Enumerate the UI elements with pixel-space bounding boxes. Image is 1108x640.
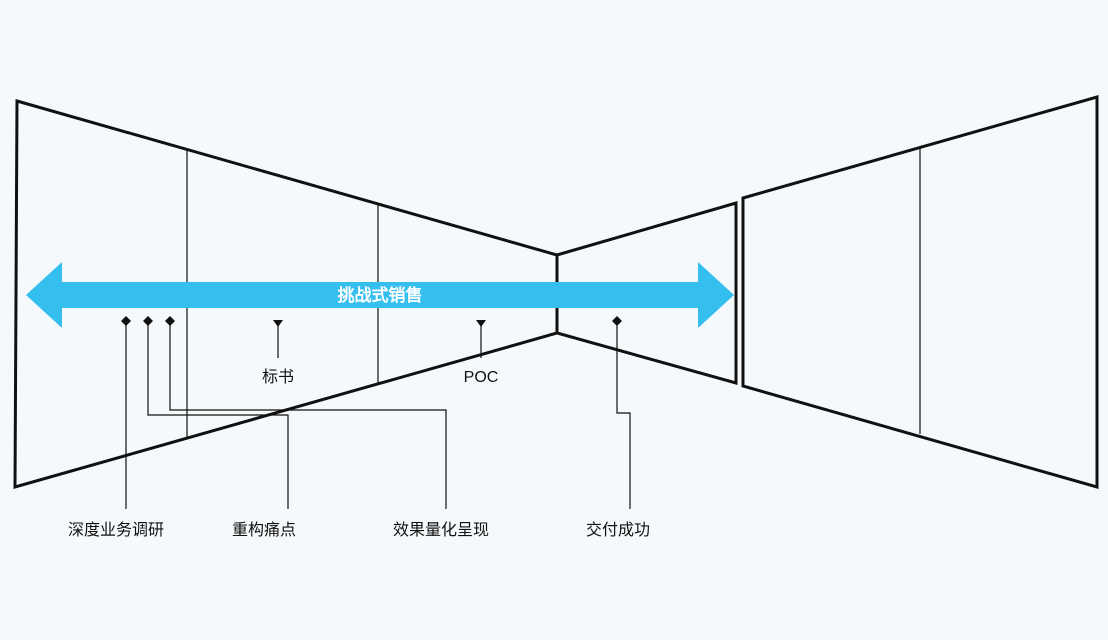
triangle-marker-bid xyxy=(273,320,283,327)
label-delivery: 交付成功 xyxy=(586,521,650,539)
label-pain-points: 重构痛点 xyxy=(232,521,296,539)
diamond-marker-delivery xyxy=(612,316,622,326)
label-bid: 标书 xyxy=(262,368,294,386)
connector-quantify xyxy=(169,322,447,509)
triangle-marker-poc xyxy=(476,320,486,327)
diamond-marker-research xyxy=(121,316,131,326)
diamond-marker-quantify xyxy=(165,316,175,326)
diamond-marker-pain-points xyxy=(143,316,153,326)
label-poc: POC xyxy=(464,369,499,386)
arrow-label: 挑战式销售 xyxy=(338,285,423,306)
double-arrow xyxy=(26,262,734,328)
label-research: 深度业务调研 xyxy=(68,521,164,539)
label-quantify: 效果量化呈现 xyxy=(393,521,489,539)
connector-pain-points xyxy=(147,322,289,509)
connector-delivery xyxy=(616,322,631,509)
right-funnel-shape xyxy=(741,95,1099,489)
